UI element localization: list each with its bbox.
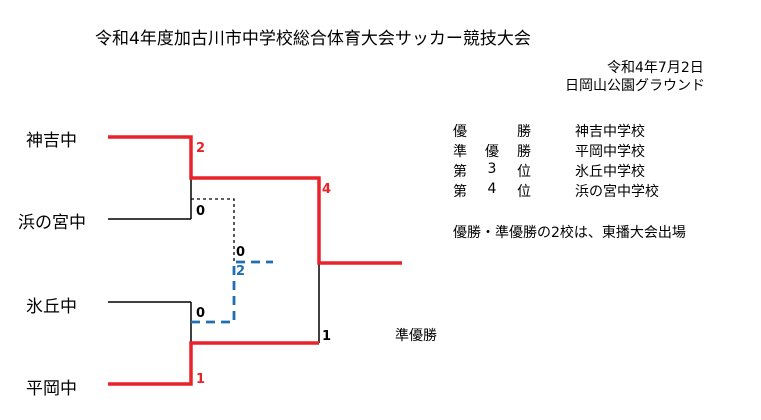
- result-row: 第 4 位 浜の宮中学校: [453, 181, 713, 201]
- line-kanki-winning-path: [108, 135, 402, 265]
- result-rank: 第 4 位: [453, 181, 531, 200]
- line-3rd-place-hioka: [191, 260, 273, 324]
- result-school: 神吉中学校: [575, 124, 645, 140]
- team-hamanomiya: 浜の宮中: [18, 213, 86, 233]
- result-row: 準 優 勝 平岡中学校: [453, 141, 713, 161]
- team-hioka: 氷丘中: [26, 297, 77, 317]
- result-school: 平岡中学校: [575, 144, 645, 160]
- score-kanki-final: 4: [322, 182, 331, 197]
- score-kanki-sf: 2: [196, 141, 205, 156]
- result-rank: 準 優 勝: [453, 144, 531, 160]
- score-hamanomiya-3rd: 0: [236, 245, 245, 260]
- result-rank: 第 3 位: [453, 161, 531, 180]
- team-kanki: 神吉中: [26, 131, 77, 151]
- event-venue: 日岡山公園グラウンド: [565, 78, 705, 94]
- result-rank: 優 勝: [453, 124, 531, 140]
- score-hamanomiya-sf: 0: [196, 204, 205, 219]
- result-school: 浜の宮中学校: [575, 184, 659, 200]
- result-row: 第 3 位 氷丘中学校: [453, 161, 713, 181]
- score-hioka-3rd: 2: [236, 264, 245, 279]
- event-date: 令和4年7月2日: [607, 60, 704, 76]
- result-school: 氷丘中学校: [575, 164, 645, 180]
- score-hiraoka-final: 1: [322, 329, 331, 344]
- score-hioka-sf: 0: [196, 306, 205, 321]
- runner-up-label: 準優勝: [395, 328, 437, 344]
- line-3rd-place-hamanomiya: [191, 198, 235, 262]
- qualification-note: 優勝・準優勝の2校は、東播大会出場: [453, 225, 686, 241]
- team-hiraoka: 平岡中: [26, 379, 77, 399]
- result-row: 優 勝 神吉中学校: [453, 121, 713, 141]
- line-hiraoka-winning-path: [108, 341, 319, 386]
- score-hiraoka-sf: 1: [196, 372, 205, 387]
- bracket-base-lines: [108, 178, 320, 343]
- page-title: 令和4年度加古川市中学校総合体育大会サッカー競技大会: [95, 29, 531, 49]
